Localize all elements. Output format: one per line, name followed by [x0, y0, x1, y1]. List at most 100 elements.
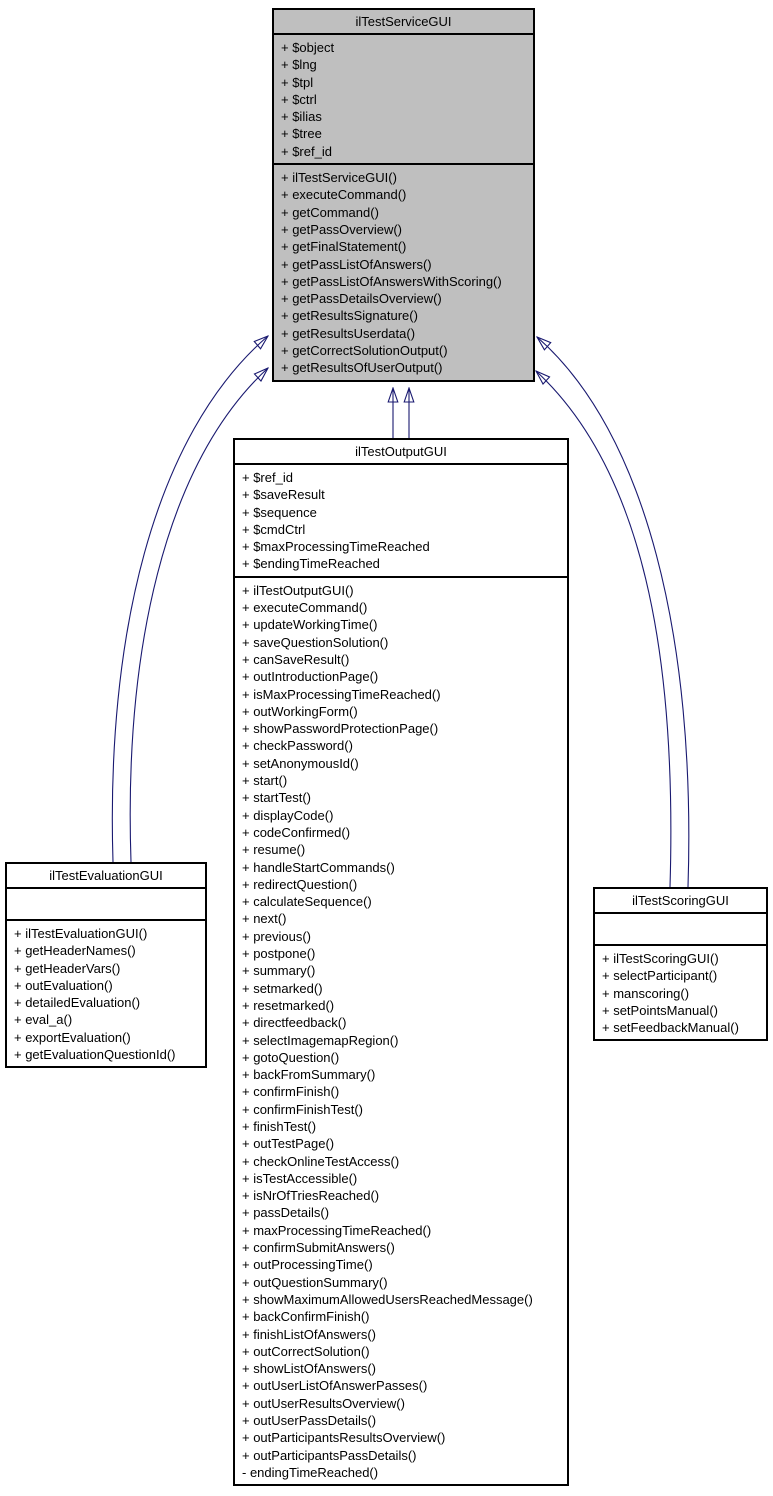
attribute-row: + $cmdCtrl [242, 521, 306, 537]
class-attributes: + $ref_id + $saveResult+ $sequence+ $cmdC… [235, 463, 567, 576]
class-title[interactable]: ilTestServiceGUI [355, 14, 452, 29]
method-row: + executeCommand() [281, 187, 407, 203]
method-row: + resetmarked() [242, 997, 335, 1013]
method-row: + handleStartCommands() [242, 859, 395, 875]
method-row: + getEvaluationQuestionId() [14, 1047, 176, 1063]
class-title[interactable]: ilTestEvaluationGUI [49, 868, 163, 883]
class-attributes [7, 887, 205, 919]
method-row: + resume() [242, 842, 306, 858]
method-row: - endingTimeReached() [242, 1464, 379, 1480]
class-title[interactable]: ilTestOutputGUI [355, 444, 447, 459]
method-row: + confirmFinishTest() [242, 1101, 363, 1117]
attribute-row: + $tpl [281, 74, 314, 90]
method-row: + showPasswordProtectionPage() [242, 721, 439, 737]
method-row: + outTestPage() [242, 1136, 335, 1152]
method-row: + backConfirmFinish() [242, 1309, 370, 1325]
method-row: + exportEvaluation() [14, 1029, 131, 1045]
method-row: + getHeaderNames() [14, 943, 136, 959]
method-row: + showMaximumAllowedUsersReachedMessage(… [242, 1291, 533, 1307]
method-row: + directfeedback() [242, 1015, 347, 1031]
edge-evaluation-to-service-1 [111, 336, 268, 863]
method-row: + getPassListOfAnswers() [281, 256, 432, 272]
method-row: + outWorkingForm() [242, 703, 358, 719]
method-row: + getResultsUserdata() [281, 325, 416, 341]
class-title[interactable]: ilTestScoringGUI [632, 893, 729, 908]
method-row: + summary() [242, 963, 316, 979]
edge-scoring-to-service-2 [536, 371, 672, 888]
method-row: + confirmSubmitAnswers() [242, 1240, 395, 1256]
method-row: + outEvaluation() [14, 977, 113, 993]
method-row: + getHeaderVars() [14, 960, 121, 976]
method-row: + next() [242, 911, 287, 927]
class-methods: + ilTestServiceGUI()+ executeCommand()+ … [274, 163, 533, 380]
attribute-row: + $ilias [281, 109, 322, 125]
method-row: + previous() [242, 928, 311, 944]
method-row: + outProcessingTime() [242, 1257, 373, 1273]
method-row: + postpone() [242, 946, 316, 962]
method-row: + selectParticipant() [602, 968, 718, 984]
method-row: + backFromSummary() [242, 1067, 376, 1083]
class-attributes: + $object + $lng+ $tpl+ $ctrl + $ilias+ $t… [274, 33, 533, 163]
method-row: + redirectQuestion() [242, 876, 358, 892]
method-row: + detailedEvaluation() [14, 995, 141, 1011]
class-methods: + ilTestEvaluationGUI()+ getHeaderNames(… [7, 919, 205, 1066]
class-node-iltestservicegui[interactable]: ilTestServiceGUI + $object+ $lng+ $tpl+ … [272, 8, 535, 382]
method-row: + setPointsManual() [602, 1002, 718, 1018]
method-row: + gotoQuestion() [242, 1049, 340, 1065]
method-row: + ilTestServiceGUI() [281, 170, 397, 186]
attribute-row: + $lng [281, 57, 317, 73]
method-row: + outParticipantsResultsOverview() [242, 1430, 446, 1446]
method-row: + outUserPassDetails() [242, 1413, 377, 1429]
method-row: + outQuestionSummary() [242, 1274, 388, 1290]
attribute-row: + $ref_id [242, 470, 293, 485]
method-row: + getResultsOfUserOutput() [281, 360, 443, 376]
method-row: + showListOfAnswers() [242, 1361, 377, 1377]
attribute-row: + $endingTimeReached [242, 556, 380, 572]
attribute-row: + $ctrl [281, 91, 317, 107]
method-row: + isMaxProcessingTimeReached() [242, 686, 441, 702]
edge-scoring-to-service-1 [537, 337, 690, 888]
method-row: + maxProcessingTimeReached() [242, 1222, 432, 1238]
method-row: + outUserListOfAnswerPasses() [242, 1378, 428, 1394]
method-row: + canSaveResult() [242, 651, 350, 667]
method-row: + outCorrectSolution() [242, 1343, 370, 1359]
method-row: + outUserResultsOverview() [242, 1395, 405, 1411]
method-row: + calculateSequence() [242, 894, 372, 910]
method-row: + checkPassword() [242, 738, 353, 754]
method-row: + passDetails() [242, 1205, 330, 1221]
class-methods: + ilTestOutputGUI() + executeCommand()+ u… [235, 575, 567, 1484]
method-row: + checkOnlineTestAccess() [242, 1153, 400, 1169]
method-row: + saveQuestionSolution() [242, 634, 389, 650]
attribute-row: + $saveResult [242, 487, 325, 503]
class-node-iltestoutputgui[interactable]: ilTestOutputGUI + $ref_id+ $saveResult+ … [233, 438, 569, 1487]
method-row: + finishTest() [242, 1118, 317, 1134]
method-row: + eval_a() [14, 1012, 73, 1028]
method-row: + isNrOfTriesReached() [242, 1188, 380, 1204]
method-row: + getPassOverview() [281, 221, 403, 237]
attribute-row: + $tree [281, 126, 322, 142]
attribute-row: + $object [281, 40, 335, 55]
method-row: + codeConfirmed() [242, 824, 351, 840]
method-row: + getCorrectSolutionOutput() [281, 343, 448, 359]
method-row: + finishListOfAnswers() [242, 1326, 377, 1342]
method-row: + getFinalStatement() [281, 239, 407, 255]
method-row: + selectImagemapRegion() [242, 1032, 399, 1048]
method-row: + updateWorkingTime() [242, 617, 378, 633]
method-row: + startTest() [242, 790, 311, 806]
method-row: + getCommand() [281, 204, 379, 220]
method-row: + ilTestScoringGUI() [602, 951, 719, 966]
class-node-iltestevaluationgui[interactable]: ilTestEvaluationGUI + ilTestEvaluationGU… [5, 862, 207, 1069]
class-attributes [595, 912, 766, 944]
method-row: + getPassListOfAnswersWithScoring() [281, 273, 502, 289]
method-row: + isTestAccessible() [242, 1170, 358, 1186]
class-methods: + ilTestScoringGUI() + selectParticipant(… [595, 944, 766, 1039]
method-row: + getPassDetailsOverview() [281, 291, 442, 307]
method-row: + getResultsSignature() [281, 308, 418, 324]
class-node-iltestscoringgui[interactable]: ilTestScoringGUI + ilTestScoringGUI() + s… [593, 887, 768, 1042]
method-row: + executeCommand() [242, 600, 368, 616]
method-row: + ilTestOutputGUI() [242, 582, 354, 598]
attribute-row: + $sequence [242, 504, 317, 520]
edge-evaluation-to-service-2 [129, 368, 268, 863]
